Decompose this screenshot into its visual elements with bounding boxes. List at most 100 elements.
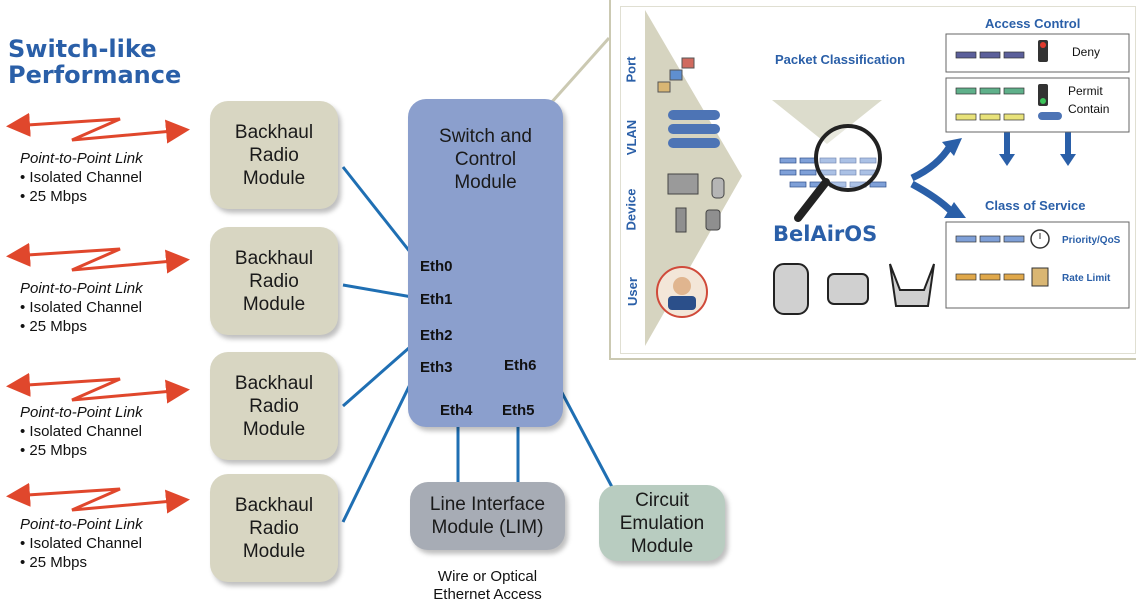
port-icon xyxy=(657,57,695,93)
devices-icon xyxy=(667,173,725,233)
port-eth6: Eth6 xyxy=(504,357,537,374)
belairos-label: BelAirOS xyxy=(773,222,878,246)
link-arrow-4 xyxy=(6,482,190,514)
link-bullet-rate: • 25 Mbps xyxy=(20,318,87,335)
module-label: Module xyxy=(242,418,306,440)
module-label: Module (LIM) xyxy=(431,517,544,538)
link-info-3: Point-to-Point Link • Isolated Channel •… xyxy=(20,403,205,460)
classification-arrow xyxy=(772,100,882,144)
caption-line: Ethernet Access xyxy=(433,586,542,603)
module-label: Radio xyxy=(249,144,299,166)
vlan-pipes-icon xyxy=(668,110,720,148)
conn-radio2-eth1 xyxy=(342,283,419,300)
panel-graphics xyxy=(645,10,1130,346)
packet-stream xyxy=(779,157,887,188)
module-label: Emulation xyxy=(619,512,705,534)
side-label-port: Port xyxy=(623,56,639,83)
module-label: Circuit xyxy=(635,489,689,511)
port-eth4: Eth4 xyxy=(440,402,473,419)
link-info-4: Point-to-Point Link • Isolated Channel •… xyxy=(20,515,205,572)
hardware-icons xyxy=(773,263,935,315)
link-bullet-rate: • 25 Mbps xyxy=(20,442,87,459)
module-label: Backhaul xyxy=(234,247,314,269)
branch-arrow-up xyxy=(910,144,954,182)
link-arrow-3 xyxy=(6,372,190,404)
module-label: Radio xyxy=(249,517,299,539)
link-title: Point-to-Point Link xyxy=(20,150,143,167)
side-label-user: User xyxy=(624,277,640,306)
link-bullet-rate: • 25 Mbps xyxy=(20,554,87,571)
link-info-1: Point-to-Point Link • Isolated Channel •… xyxy=(20,149,205,206)
conn-radio3-eth2 xyxy=(342,338,419,408)
rate-packets xyxy=(955,273,1025,281)
packet-classification-label: Packet Classification xyxy=(775,52,906,67)
module-label: Module xyxy=(454,172,517,193)
meter-icon xyxy=(1031,267,1049,287)
user-icon xyxy=(656,266,708,318)
link-bullet-channel: • Isolated Channel xyxy=(20,299,142,316)
priority-qos-label: Priority/QoS xyxy=(1062,235,1121,246)
deny-packets xyxy=(955,51,1025,59)
port-eth1: Eth1 xyxy=(420,291,453,308)
link-arrow-2 xyxy=(6,242,190,274)
link-title: Point-to-Point Link xyxy=(20,280,143,297)
caption-line: Wire or Optical xyxy=(437,568,538,585)
contain-packets xyxy=(955,113,1025,121)
title-line-1: Switch-like xyxy=(8,35,157,63)
permit-label: Permit xyxy=(1068,84,1103,98)
lim-caption: Wire or Optical Ethernet Access xyxy=(410,568,565,604)
link-title: Point-to-Point Link xyxy=(20,404,143,421)
conn-radio1-eth0 xyxy=(341,166,420,263)
module-label: Line Interface xyxy=(429,494,546,515)
link-info-2: Point-to-Point Link • Isolated Channel •… xyxy=(20,279,205,336)
port-eth5: Eth5 xyxy=(502,402,535,419)
link-bullet-channel: • Isolated Channel xyxy=(20,423,142,440)
magnifier-icon xyxy=(794,124,882,222)
deny-label: Deny xyxy=(1072,45,1101,59)
class-of-service-label: Class of Service xyxy=(985,198,1086,213)
link-bullet-channel: • Isolated Channel xyxy=(20,535,142,552)
link-bullet-rate: • 25 Mbps xyxy=(20,188,87,205)
contain-label: Contain xyxy=(1068,102,1110,116)
link-title: Point-to-Point Link xyxy=(20,516,143,533)
link-bullet-channel: • Isolated Channel xyxy=(20,169,142,186)
title-line-2: Performance xyxy=(8,61,182,89)
callout-line xyxy=(549,37,611,104)
rate-limit-label: Rate Limit xyxy=(1062,273,1111,284)
module-label: Backhaul xyxy=(234,372,314,394)
module-label: Control xyxy=(454,149,517,170)
module-label: Backhaul xyxy=(234,121,314,143)
side-label-device: Device xyxy=(623,188,639,231)
contain-pipe-icon xyxy=(1038,112,1062,120)
module-label: Module xyxy=(242,293,306,315)
side-label-vlan: VLAN xyxy=(624,119,640,156)
module-label: Radio xyxy=(249,270,299,292)
priority-packets xyxy=(955,235,1025,243)
module-label: Switch and xyxy=(439,126,532,147)
module-label: Module xyxy=(630,535,694,557)
permit-traffic-light-icon xyxy=(1038,84,1048,106)
permit-packets xyxy=(955,87,1025,95)
port-eth2: Eth2 xyxy=(420,327,453,344)
diagram-title: Switch-like Performance xyxy=(8,36,181,88)
module-label: Backhaul xyxy=(234,494,314,516)
conn-radio4-eth3 xyxy=(341,367,420,523)
port-eth3: Eth3 xyxy=(420,359,453,376)
port-eth0: Eth0 xyxy=(420,258,453,275)
module-label: Module xyxy=(242,167,306,189)
access-control-label: Access Control xyxy=(985,16,1081,31)
module-label: Radio xyxy=(249,395,299,417)
deny-traffic-light-icon xyxy=(1038,40,1048,62)
branch-arrow-down xyxy=(910,180,955,215)
link-arrow-1 xyxy=(6,112,190,144)
module-label: Module xyxy=(242,540,306,562)
